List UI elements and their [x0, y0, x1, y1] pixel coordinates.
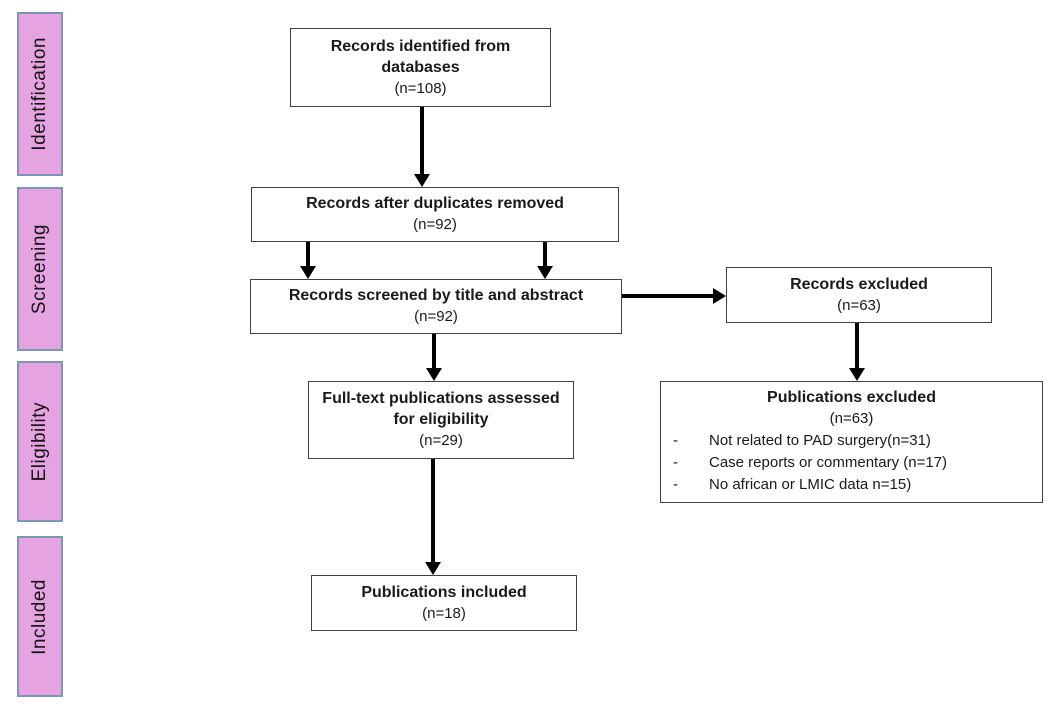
arrow-head-icon	[849, 368, 865, 381]
arrow-duplicates-to-screened-left	[300, 242, 316, 279]
stage-screening: Screening	[17, 187, 63, 351]
arrow-head-icon	[713, 288, 726, 304]
node-publications-included: Publications included (n=18)	[311, 575, 577, 631]
arrow-shaft	[855, 323, 859, 368]
bullet-dash: -	[673, 432, 678, 450]
node-duplicates-removed: Records after duplicates removed (n=92)	[251, 187, 619, 242]
node-publications-included-title: Publications included	[361, 583, 527, 601]
arrow-shaft	[420, 107, 424, 174]
exclusion-reasons-list: - Not related to PAD surgery(n=31) - Cas…	[669, 430, 1034, 495]
arrow-head-icon	[414, 174, 430, 187]
arrow-duplicates-to-screened-right	[537, 242, 553, 279]
arrow-head-icon	[300, 266, 316, 279]
bullet-dash: -	[673, 454, 678, 472]
arrow-shaft	[306, 242, 310, 266]
exclusion-reason-item: - Not related to PAD surgery(n=31)	[669, 430, 1034, 452]
node-records-screened-count: (n=92)	[414, 308, 458, 326]
arrow-head-icon	[426, 368, 442, 381]
node-records-identified: Records identified from databases (n=108…	[290, 28, 551, 107]
node-publications-excluded-count: (n=63)	[829, 409, 874, 427]
node-publications-excluded-title: Publications excluded	[767, 389, 936, 406]
node-duplicates-removed-count: (n=92)	[413, 216, 457, 234]
stage-included: Included	[17, 536, 63, 697]
arrow-excluded-to-reasons	[849, 323, 865, 381]
stage-eligibility-label: Eligibility	[29, 401, 50, 482]
node-fulltext-assessed-count: (n=29)	[419, 432, 463, 450]
arrow-screened-to-fulltext	[426, 334, 442, 381]
exclusion-reason-item: - Case reports or commentary (n=17)	[669, 452, 1034, 474]
node-fulltext-assessed-title: Full-text publications assessed for elig…	[322, 390, 560, 429]
node-records-excluded-count: (n=63)	[837, 296, 881, 314]
stage-identification-label: Identification	[29, 37, 50, 151]
arrow-fulltext-to-included	[425, 459, 441, 575]
arrow-head-icon	[425, 562, 441, 575]
node-fulltext-assessed: Full-text publications assessed for elig…	[308, 381, 574, 459]
arrow-head-icon	[537, 266, 553, 279]
exclusion-reason-item: - No african or LMIC data n=15)	[669, 474, 1034, 496]
arrow-shaft	[543, 242, 547, 266]
node-records-excluded: Records excluded (n=63)	[726, 267, 992, 323]
bullet-dash: -	[673, 475, 678, 493]
exclusion-reason-text: Case reports or commentary (n=17)	[709, 454, 948, 472]
node-records-screened-title: Records screened by title and abstract	[288, 287, 584, 305]
arrow-identified-to-duplicates	[414, 107, 430, 187]
node-duplicates-removed-title: Records after duplicates removed	[306, 195, 564, 213]
node-records-screened: Records screened by title and abstract (…	[250, 279, 622, 334]
node-records-identified-title: Records identified from databases	[330, 37, 511, 76]
stage-included-label: Included	[29, 578, 50, 655]
node-publications-included-count: (n=18)	[422, 604, 466, 622]
node-publications-excluded: Publications excluded (n=63) - Not relat…	[660, 381, 1043, 503]
exclusion-reason-text: Not related to PAD surgery(n=31)	[709, 432, 931, 450]
exclusion-reason-text: No african or LMIC data n=15)	[709, 475, 912, 493]
stage-identification: Identification	[17, 12, 63, 176]
node-records-identified-count: (n=108)	[394, 79, 447, 97]
stage-screening-label: Screening	[29, 223, 50, 315]
arrow-screened-to-excluded	[622, 288, 726, 304]
stage-eligibility: Eligibility	[17, 361, 63, 522]
arrow-shaft	[431, 459, 435, 562]
arrow-shaft	[622, 294, 713, 298]
arrow-shaft	[432, 334, 436, 368]
node-records-excluded-title: Records excluded	[790, 275, 928, 293]
